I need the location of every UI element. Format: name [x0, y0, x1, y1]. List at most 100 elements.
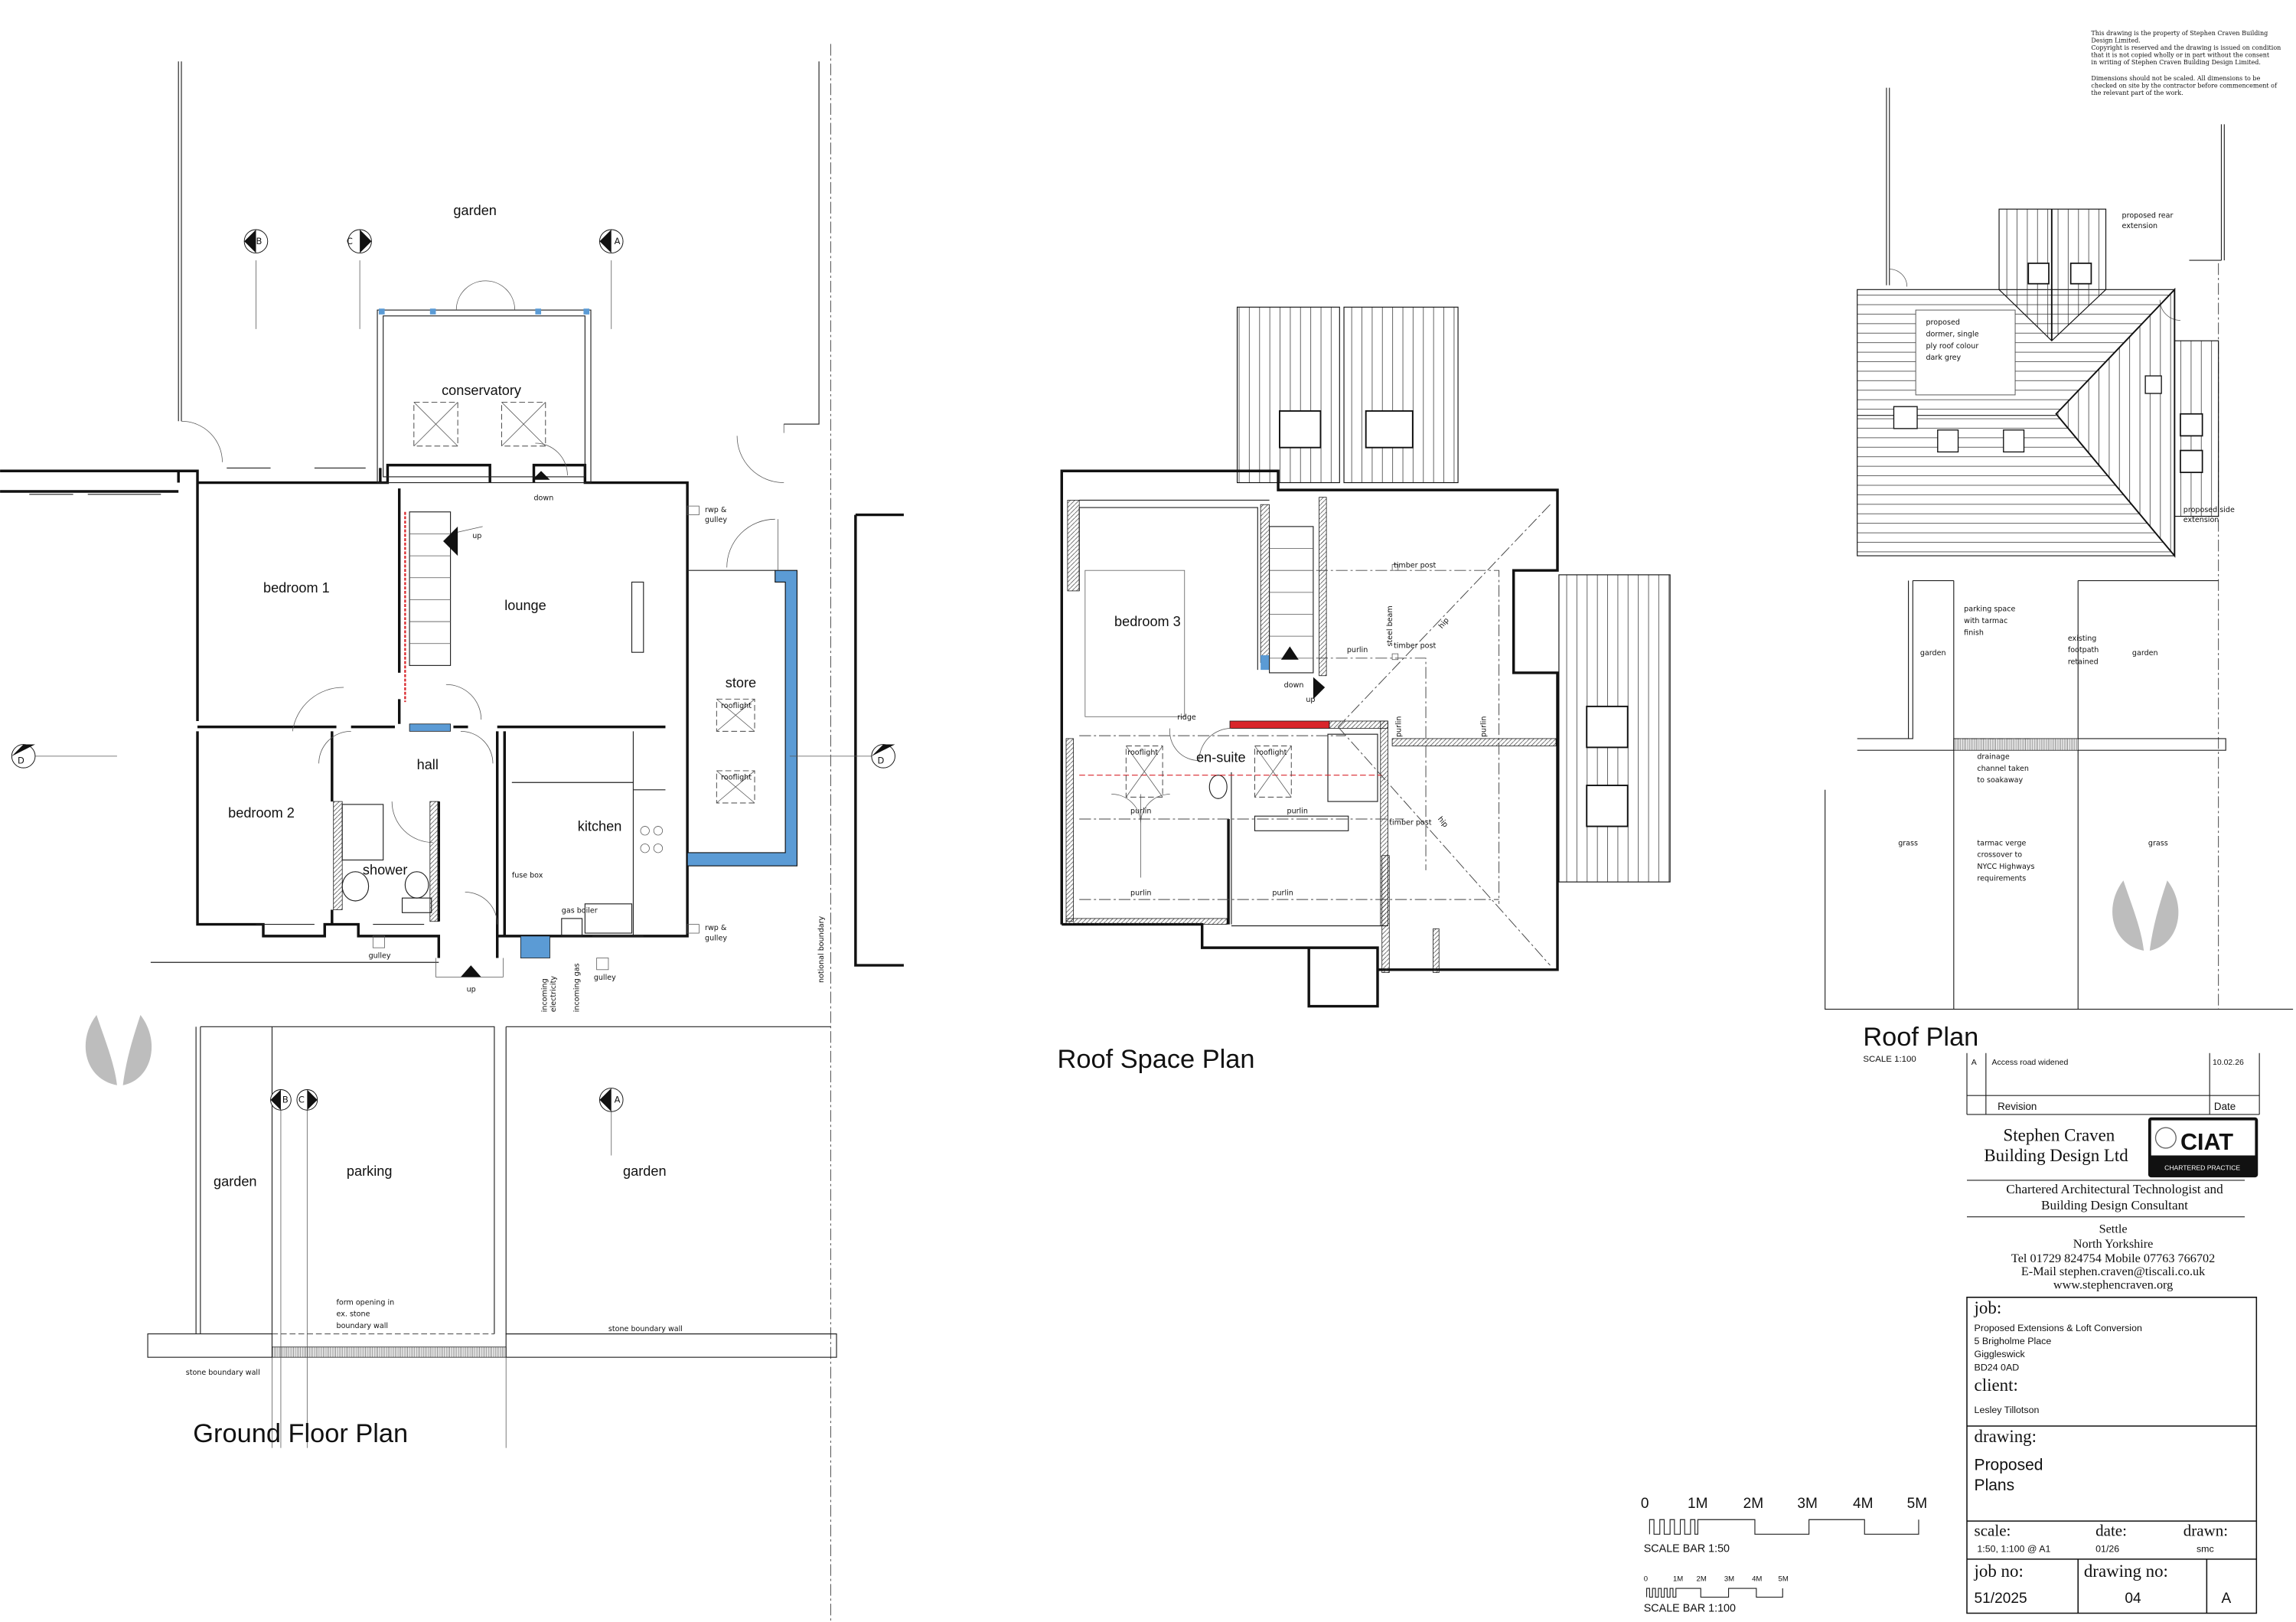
scale-tick-label: 0: [1644, 1575, 1648, 1583]
scale-value: 1:50, 1:100 @ A1: [1977, 1543, 2050, 1554]
gulley-label: gulley: [369, 952, 391, 961]
section-marker-a: A: [598, 229, 624, 254]
room-label-bedroom-3: bedroom 3: [1114, 614, 1181, 629]
svg-text:B: B: [282, 1095, 289, 1105]
gate-swing: [181, 420, 223, 462]
chimney: [1893, 406, 1918, 429]
scale-label: scale:: [1975, 1521, 2011, 1539]
rooflight-label: rooflight: [1256, 749, 1287, 757]
section-marker-b: B: [243, 229, 269, 254]
purlin-label: purlin: [1479, 716, 1488, 737]
revision-description: Access road widened: [1991, 1058, 2068, 1067]
rwp-label: rwp &: [705, 506, 727, 514]
svg-text:C: C: [298, 1095, 305, 1105]
timber-post-label: timber post: [1394, 561, 1436, 569]
gulley-icon: [372, 935, 385, 948]
rooflight-label: rooflight: [1127, 749, 1158, 757]
store-extension: rooflight rooflight: [687, 518, 797, 866]
section-marker-b: B: [270, 1089, 292, 1111]
revision-header: Revision: [1998, 1101, 2037, 1112]
svg-text:D: D: [878, 755, 885, 765]
svg-text:A: A: [615, 236, 621, 246]
drawing-title: Plans: [1975, 1477, 2015, 1494]
note-line: Design Limited.: [2091, 37, 2140, 44]
job-no-value: 51/2025: [1975, 1591, 2027, 1607]
dormer-roof: [1236, 306, 1340, 484]
gulley-label: gulley: [594, 974, 616, 982]
room-label-kitchen: kitchen: [578, 818, 621, 834]
note-line: that it is not copied wholly or in part …: [2091, 52, 2269, 59]
fireplace: [631, 581, 644, 653]
verge-label: crossover to: [1977, 851, 2022, 860]
purlin-label: purlin: [1395, 716, 1404, 737]
incoming-gas-label: incoming gas: [573, 963, 582, 1012]
room-label-garden: garden: [214, 1174, 257, 1190]
note-line: This drawing is the property of Stephen …: [2091, 30, 2268, 37]
plan-title-ground-floor: Ground Floor Plan: [193, 1419, 408, 1448]
dormer-roof: [1343, 306, 1459, 484]
job-line: 5 Brigholme Place: [1975, 1336, 2052, 1346]
drawing-no-label: drawing no:: [2084, 1562, 2168, 1581]
scale-tick-label: 1M: [1673, 1575, 1683, 1583]
room-label-shower: shower: [363, 863, 407, 878]
purlin-label: purlin: [1130, 889, 1151, 897]
grass-label: grass: [1898, 839, 1918, 847]
garden-label: garden: [1920, 649, 1946, 658]
rwp-icon: [687, 924, 700, 934]
dormer-label: dark grey: [1926, 354, 1962, 362]
drainage-channel: [272, 1346, 507, 1358]
dormer-label: dormer, single: [1926, 330, 1979, 338]
room-label-bedroom-2: bedroom 2: [228, 805, 295, 821]
job-line: Proposed Extensions & Loft Conversion: [1975, 1323, 2142, 1333]
verge-label: NYCC Highways: [1977, 863, 2034, 871]
client-label: client:: [1975, 1376, 2018, 1395]
dormer-label: proposed: [1926, 318, 1960, 327]
side-extension-label: extension: [2183, 516, 2219, 524]
hip-label: hip: [1436, 815, 1450, 829]
svg-text:CIAT: CIAT: [2180, 1129, 2233, 1155]
rooflight-window: [1586, 705, 1629, 749]
wardrobe-doors: [1111, 794, 1170, 878]
drawing-label: drawing:: [1975, 1427, 2037, 1446]
section-marker-d: D: [11, 744, 36, 769]
kitchen-fittings: [511, 731, 666, 958]
door-swings: [292, 442, 568, 925]
footpath-label: existing: [2068, 635, 2097, 643]
email: E-Mail stephen.craven@tiscali.co.uk: [2021, 1265, 2206, 1278]
stone-boundary-wall-label: stone boundary wall: [608, 1325, 683, 1333]
parking-label: parking space: [1964, 605, 2015, 614]
parking-label: with tarmac: [1964, 617, 2007, 625]
rwp-icon: [687, 505, 700, 515]
room-label-en-suite: en-suite: [1196, 749, 1246, 765]
incoming-electricity-label: electricity: [550, 976, 558, 1013]
section-lines: [34, 260, 872, 1448]
stair-up-label: up: [472, 532, 481, 540]
verge-label: tarmac verge: [1977, 839, 2026, 847]
svg-text:C: C: [347, 236, 353, 246]
new-lintel-blue: [409, 723, 451, 732]
form-opening-label: ex. stone: [337, 1310, 370, 1319]
dormer-window: [1279, 410, 1322, 449]
scale-tick-label: 3M: [1724, 1575, 1734, 1583]
front-gardens: garden parking garden form opening in ex…: [147, 1026, 837, 1448]
purlin-label: purlin: [1347, 646, 1368, 654]
down-label: down: [533, 494, 553, 502]
dormer-label: ply roof colour: [1926, 342, 1979, 351]
boundary-walls: [1886, 87, 2225, 286]
scale-tick-label: 1M: [1688, 1496, 1708, 1512]
room-label-garden: garden: [623, 1163, 667, 1179]
note-line: Copyright is reserved and the drawing is…: [2091, 44, 2281, 51]
roof-space-plan: bedroom 3 down up en-suite: [1058, 306, 1671, 1074]
side-extension-label: proposed side: [2183, 506, 2235, 514]
neighbour-wall: [854, 513, 904, 967]
room-label-hall: hall: [417, 757, 439, 772]
room-label-parking: parking: [347, 1163, 393, 1179]
svg-text:B: B: [256, 236, 262, 246]
scale-bar-1-100: [1645, 1588, 1783, 1598]
rwp-label: gulley: [705, 935, 727, 943]
verge-label: requirements: [1977, 874, 2026, 883]
svg-text:A: A: [615, 1095, 621, 1105]
purlin-label: purlin: [1272, 889, 1293, 897]
address-line: North Yorkshire: [2073, 1237, 2154, 1251]
